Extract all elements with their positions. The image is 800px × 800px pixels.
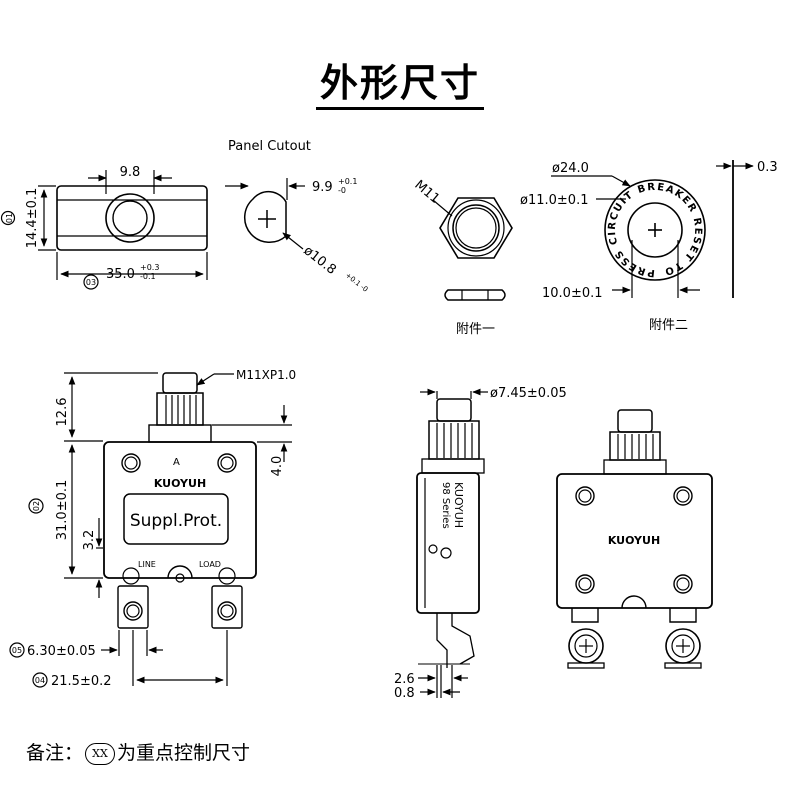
label-14-4: 14.4±0.1 — [25, 188, 40, 249]
top-view-body — [56, 185, 208, 251]
label-9-9: 9.9 — [312, 180, 333, 195]
front-brand: KUOYUH — [154, 477, 206, 490]
hex-nut-side — [444, 289, 506, 301]
marker-04: 04 — [35, 676, 45, 685]
label-2-6: 2.6 — [394, 672, 415, 687]
label-24: ø24.0 — [552, 161, 589, 176]
label-0-8: 0.8 — [394, 686, 415, 701]
label-11: ø11.0±0.1 — [520, 193, 588, 208]
label-35-tol-lower: -0.1 — [140, 272, 156, 281]
drawing-title: 外形尺寸 — [0, 52, 800, 110]
dim-0-3: 0.3 — [716, 160, 778, 298]
dim-35: 35.0 +0.3 -0.1 03 — [56, 252, 208, 290]
dim-10: 10.0±0.1 — [542, 240, 700, 301]
accessory-2-label: 附件二 — [649, 318, 688, 333]
side-view — [416, 398, 485, 668]
m11-leader — [432, 199, 453, 217]
label-12-6: 12.6 — [55, 398, 70, 427]
label-10-8: ø10.8 — [301, 243, 339, 278]
label-31: 31.0±0.1 — [55, 480, 70, 541]
dim-21-5: 04 21.5±0.2 — [32, 630, 228, 689]
panel-cutout-label: Panel Cutout — [228, 139, 311, 154]
panel-cutout-hole — [243, 190, 287, 243]
dim-9-8: 9.8 — [88, 165, 172, 194]
dim-2-6: 2.6 — [394, 665, 468, 698]
dim-3-2: 3.2 — [82, 518, 103, 598]
back-view — [556, 409, 713, 669]
letter-a: A — [173, 457, 180, 468]
label-9-9-tol-upper: +0.1 — [338, 177, 357, 186]
accessory-1-label: 附件一 — [456, 322, 495, 337]
note-suffix: 为重点控制尺寸 — [117, 742, 251, 764]
label-m11: M11 — [411, 178, 442, 207]
dim-7-45: ø7.45±0.05 — [420, 386, 567, 401]
label-10-8-tol: +0.1 -0 — [344, 271, 370, 293]
dim-31: 31.0±0.1 02 — [28, 444, 103, 579]
label-6-30: 6.30±0.05 — [27, 644, 96, 659]
reset-cap: PRESS CIRCUIT BREAKER RESET TO — [604, 179, 706, 281]
label-9-9-tol-lower: -0 — [338, 186, 346, 195]
dim-12-6: 12.6 — [55, 372, 158, 442]
label-4: 4.0 — [270, 456, 285, 477]
load-label: LOAD — [199, 560, 221, 569]
marker-01: 01 — [5, 213, 14, 223]
label-21-5: 21.5±0.2 — [51, 674, 112, 689]
label-10: 10.0±0.1 — [542, 286, 603, 301]
dim-24: ø24.0 — [551, 161, 631, 187]
label-35: 35.0 — [106, 267, 135, 282]
dim-6-30: 05 6.30±0.05 — [9, 630, 163, 659]
hex-nut — [439, 197, 513, 259]
label-35-tol-upper: +0.3 — [140, 263, 159, 272]
label-0-3: 0.3 — [757, 160, 778, 175]
dim-9-9: 9.9 +0.1 -0 — [225, 177, 357, 200]
thread-callout: M11XP1.0 — [196, 368, 296, 386]
label-7-45: ø7.45±0.05 — [490, 386, 567, 401]
marker-03: 03 — [86, 278, 96, 287]
title-text: 外形尺寸 — [315, 61, 484, 110]
back-brand: KUOYUH — [608, 534, 660, 547]
dim-10-8: ø10.8 +0.1 -0 — [282, 232, 370, 294]
side-series: 98 Series — [440, 482, 451, 529]
thread-label: M11XP1.0 — [236, 368, 296, 382]
dim-0-8: 0.8 — [394, 665, 460, 701]
note-prefix: 备注： — [26, 742, 84, 764]
front-view — [103, 372, 257, 629]
label-box-text: Suppl.Prot. — [130, 511, 222, 531]
line-label: LINE — [138, 560, 156, 569]
dim-11: ø11.0±0.1 — [520, 193, 626, 208]
label-3-2: 3.2 — [82, 530, 97, 551]
label-9-8: 9.8 — [120, 165, 141, 180]
marker-05: 05 — [12, 646, 22, 655]
dim-4: 4.0 — [212, 405, 292, 476]
side-brand: KUOYUH — [452, 482, 465, 528]
dim-14-4: 14.4±0.1 01 — [0, 185, 56, 251]
key-dimension-marker: XX — [85, 743, 116, 765]
marker-02: 02 — [32, 501, 41, 511]
